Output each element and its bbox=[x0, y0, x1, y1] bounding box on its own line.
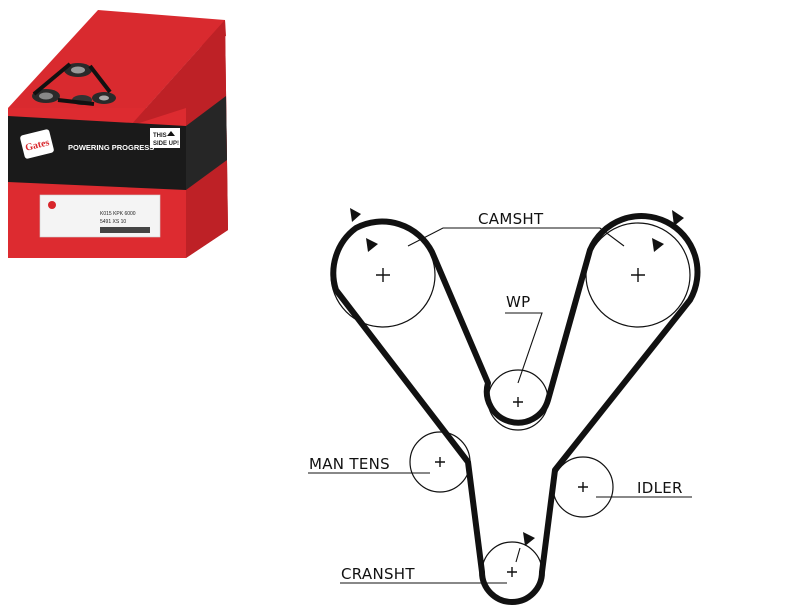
label-logo-icon bbox=[48, 201, 56, 209]
timing-marks bbox=[350, 208, 684, 546]
arrow-up-icon bbox=[167, 131, 175, 136]
brand-tagline: POWERING PROGRESS™ bbox=[68, 143, 162, 152]
label-cransht: CRANSHT bbox=[341, 565, 415, 583]
label-camsht: CAMSHT bbox=[478, 210, 544, 228]
timing-belt bbox=[330, 213, 701, 605]
label-idler: IDLER bbox=[637, 479, 683, 497]
gates-logo: Gates bbox=[20, 129, 54, 159]
side-up-sticker: THIS SIDE UP! bbox=[150, 128, 180, 148]
label-part-number: K015 KPK 6000 bbox=[100, 211, 136, 217]
box-top-face bbox=[8, 10, 225, 126]
timing-mark-arrow-icon bbox=[366, 238, 378, 252]
leader-lines bbox=[308, 227, 692, 584]
label-wp: WP bbox=[506, 293, 530, 311]
timing-mark-arrow-icon bbox=[672, 210, 684, 226]
crank-timing-line bbox=[515, 547, 521, 563]
side-up-line2: SIDE UP! bbox=[153, 141, 179, 147]
timing-mark-arrow-icon bbox=[350, 208, 361, 222]
timing-belt-diagram bbox=[308, 208, 701, 605]
box-black-band bbox=[8, 116, 186, 190]
timing-mark-arrow-icon bbox=[523, 532, 535, 546]
barcode bbox=[100, 227, 150, 233]
label-man-tens: MAN TENS bbox=[309, 455, 390, 473]
pulley-illustration bbox=[32, 62, 116, 106]
product-label: K015 KPK 6000 5491 XS 10 bbox=[39, 194, 161, 238]
product-box: Gates POWERING PROGRESS™ THIS SIDE UP! K… bbox=[8, 10, 228, 258]
pulley-centers bbox=[376, 268, 645, 577]
label-code: 5491 XS 10 bbox=[100, 219, 126, 225]
timing-mark-arrow-icon bbox=[652, 238, 664, 252]
side-up-line1: THIS bbox=[153, 133, 167, 139]
